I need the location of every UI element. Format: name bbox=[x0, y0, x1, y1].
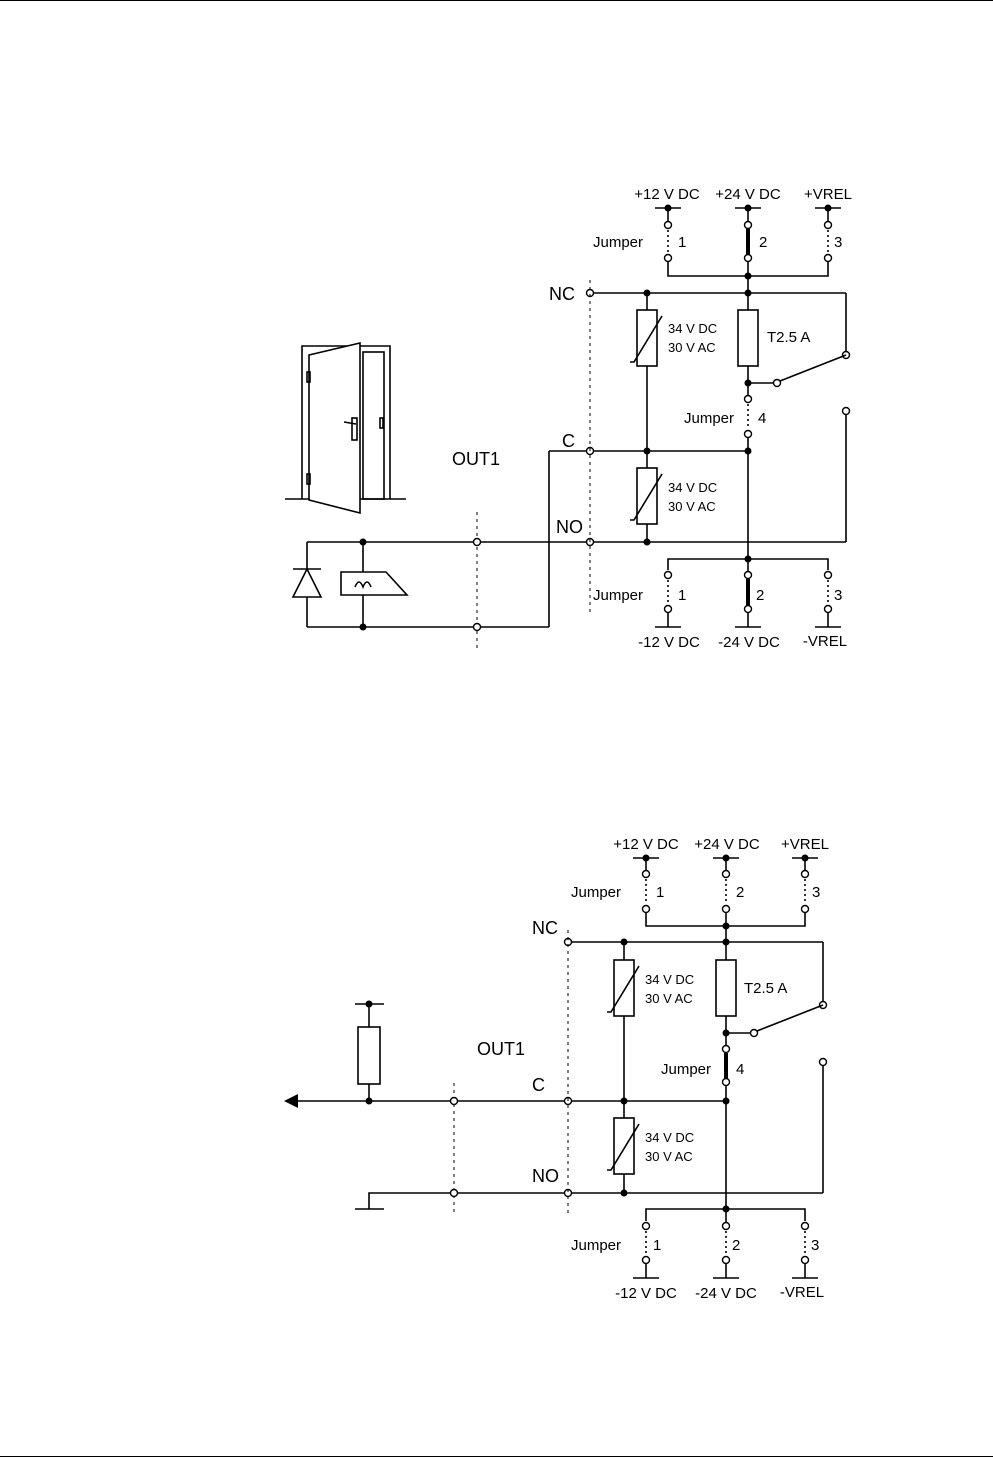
output-arrow-icon bbox=[284, 1094, 298, 1108]
relay-switch-arm bbox=[780, 355, 846, 381]
varistor-rating-dc: 34 V DC bbox=[645, 1130, 694, 1145]
varistor bbox=[637, 310, 657, 366]
jumper4-number: 4 bbox=[736, 1061, 744, 1078]
varistor-rating-dc: 34 V DC bbox=[668, 480, 717, 495]
door-icon bbox=[285, 343, 406, 513]
diagram-output-signal: +12 V DC +24 V DC +VREL Jumper 1 2 3 NC bbox=[284, 836, 829, 1302]
varistor-rating-ac: 30 V AC bbox=[645, 991, 693, 1006]
fuse-label: T2.5 A bbox=[744, 980, 787, 997]
varistor-rating-ac: 30 V AC bbox=[668, 340, 716, 355]
varistor-rating-ac: 30 V AC bbox=[645, 1149, 693, 1164]
jumper-number: 1 bbox=[653, 1237, 661, 1254]
jumper-number: 3 bbox=[811, 1237, 819, 1254]
supply-vrel: +VREL bbox=[781, 836, 829, 853]
relay-switch-arm bbox=[757, 1005, 823, 1031]
contact-c: C bbox=[562, 431, 575, 451]
jumper-number: 3 bbox=[834, 587, 842, 604]
contact-c: C bbox=[532, 1075, 545, 1095]
jumper-number: 2 bbox=[759, 234, 767, 251]
supply-vrel: +VREL bbox=[804, 186, 852, 203]
jumper-number: 2 bbox=[732, 1237, 740, 1254]
fuse bbox=[716, 960, 736, 1016]
jumper4-number: 4 bbox=[758, 410, 766, 427]
jumper-label: Jumper bbox=[593, 234, 643, 251]
output-label: OUT1 bbox=[477, 1039, 525, 1059]
jumper4-label: Jumper bbox=[684, 410, 734, 427]
fuse-label: T2.5 A bbox=[767, 329, 810, 346]
varistor bbox=[614, 1118, 634, 1174]
varistor-rating-dc: 34 V DC bbox=[668, 321, 717, 336]
pull-up-resistor bbox=[358, 1027, 380, 1084]
output-label: OUT1 bbox=[452, 449, 500, 469]
jumper-label: Jumper bbox=[571, 884, 621, 901]
jumper-number: 1 bbox=[656, 884, 664, 901]
jumper-number: 3 bbox=[834, 234, 842, 251]
varistor bbox=[637, 468, 657, 524]
contact-no: NO bbox=[556, 517, 583, 537]
door-opener-coil bbox=[341, 572, 407, 595]
jumper-number: 2 bbox=[736, 884, 744, 901]
supply-plus24: +24 V DC bbox=[715, 186, 781, 203]
jumper-label: Jumper bbox=[571, 1237, 621, 1254]
supply-plus24: +24 V DC bbox=[694, 836, 760, 853]
jumper-number: 3 bbox=[812, 884, 820, 901]
varistor bbox=[614, 960, 634, 1016]
fuse bbox=[738, 310, 758, 366]
varistor-rating-dc: 34 V DC bbox=[645, 972, 694, 987]
jumper-number: 2 bbox=[756, 587, 764, 604]
supply-minus12: -12 V DC bbox=[615, 1285, 677, 1302]
supply-plus12: +12 V DC bbox=[634, 186, 700, 203]
contact-nc: NC bbox=[549, 284, 575, 304]
jumper-label: Jumper bbox=[593, 587, 643, 604]
jumper4-label: Jumper bbox=[661, 1061, 711, 1078]
supply-minus-vrel: -VREL bbox=[780, 1284, 824, 1301]
diode bbox=[293, 569, 321, 597]
supply-minus24: -24 V DC bbox=[695, 1285, 757, 1302]
diagram-door-lock: +12 V DC +24 V DC +VREL Jumper 1 2 3 NC bbox=[285, 186, 852, 652]
jumper-number: 1 bbox=[678, 587, 686, 604]
contact-no: NO bbox=[532, 1166, 559, 1186]
supply-plus12: +12 V DC bbox=[613, 836, 679, 853]
supply-minus-vrel: -VREL bbox=[803, 633, 847, 650]
contact-nc: NC bbox=[532, 918, 558, 938]
jumper-number: 1 bbox=[678, 234, 686, 251]
supply-minus24: -24 V DC bbox=[718, 634, 780, 651]
varistor-rating-ac: 30 V AC bbox=[668, 499, 716, 514]
supply-minus12: -12 V DC bbox=[638, 634, 700, 651]
